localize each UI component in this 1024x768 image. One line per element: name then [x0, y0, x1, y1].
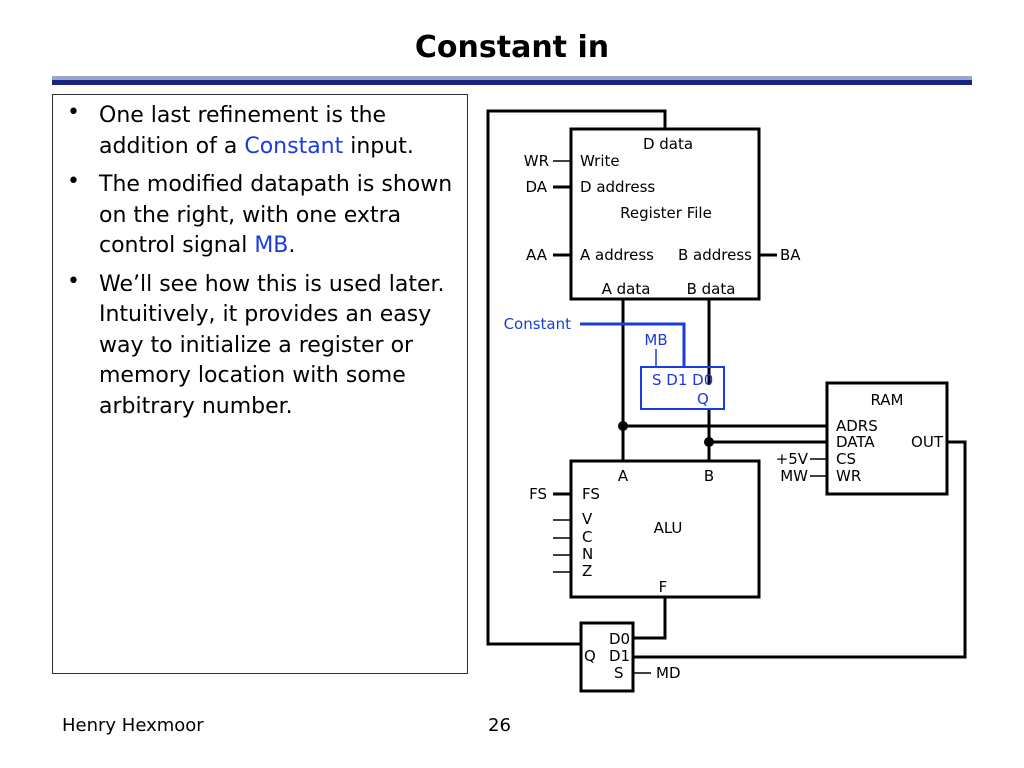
label-mux-d1: D1	[609, 647, 630, 665]
label-mux-s: S	[614, 664, 624, 682]
bullet-text: .	[288, 233, 296, 258]
signal-wr: WR	[524, 152, 549, 170]
signal-plus5v: +5V	[776, 450, 809, 468]
label-alu-b: B	[704, 467, 714, 485]
label-ram: RAM	[870, 391, 903, 409]
bullet-dot: •	[67, 100, 80, 125]
label-mux-inputs: S D1 D0	[652, 371, 713, 389]
bullet-text: One last refinement is the addition of a	[99, 103, 387, 159]
label-alu: ALU	[654, 519, 683, 537]
label-write: Write	[580, 152, 620, 170]
label-register-file: Register File	[620, 204, 712, 222]
junction-dot	[618, 421, 628, 431]
label-b-address: B address	[678, 246, 752, 264]
label-mux-d0: D0	[609, 630, 630, 648]
label-alu-v: V	[582, 510, 593, 528]
label-b-data: B data	[687, 280, 736, 298]
bullet-list: • One last refinement is the addition of …	[67, 100, 457, 423]
label-a-data: A data	[602, 280, 651, 298]
signal-da: DA	[525, 178, 547, 196]
label-d-data: D data	[643, 135, 693, 153]
label-alu-a: A	[618, 467, 629, 485]
bullet-dot: •	[67, 169, 80, 194]
label-alu-f: F	[659, 578, 668, 596]
bullet-item: • The modified datapath is shown on the r…	[67, 169, 457, 262]
bullet-item: • One last refinement is the addition of …	[67, 100, 457, 162]
signal-mw: MW	[780, 467, 808, 485]
label-cs: CS	[836, 450, 856, 468]
label-constant: Constant	[504, 315, 572, 333]
label-data: DATA	[836, 433, 875, 451]
ram-box	[825, 381, 949, 496]
bullet-text: input.	[343, 133, 414, 159]
bullet-text-box: • One last refinement is the addition of …	[52, 94, 468, 674]
title-divider	[52, 76, 972, 85]
label-adrs: ADRS	[836, 417, 878, 435]
label-mux-q: Q	[697, 390, 709, 408]
footer-page-number: 26	[488, 715, 511, 736]
signal-ba: BA	[780, 246, 801, 264]
label-mb: MB	[644, 331, 667, 349]
slide-title: Constant in	[414, 30, 610, 65]
signal-md: MD	[656, 664, 681, 682]
signal-fs: FS	[529, 485, 547, 503]
signal-aa: AA	[526, 246, 548, 264]
label-d-address: D address	[580, 178, 655, 196]
bullet-text: We’ll see how this is used later. Intuit…	[99, 271, 445, 419]
bullet-text: The modified datapath is shown on the ri…	[99, 172, 453, 258]
label-alu-z: Z	[582, 562, 592, 580]
footer-author: Henry Hexmoor	[62, 715, 204, 736]
bullet-item: • We’ll see how this is used later. Intui…	[67, 268, 457, 423]
bullet-dot: •	[67, 268, 80, 294]
junction-dot	[704, 437, 714, 447]
label-alu-fs: FS	[582, 485, 600, 503]
label-alu-n: N	[582, 545, 593, 563]
label-ram-wr: WR	[836, 467, 861, 485]
label-out: OUT	[911, 433, 944, 451]
label-a-address: A address	[580, 246, 654, 264]
bullet-highlight-constant: Constant	[244, 133, 344, 159]
label-alu-c: C	[582, 528, 592, 546]
bullet-highlight-mb: MB	[254, 233, 289, 258]
label-mux-q-out: Q	[584, 647, 596, 665]
